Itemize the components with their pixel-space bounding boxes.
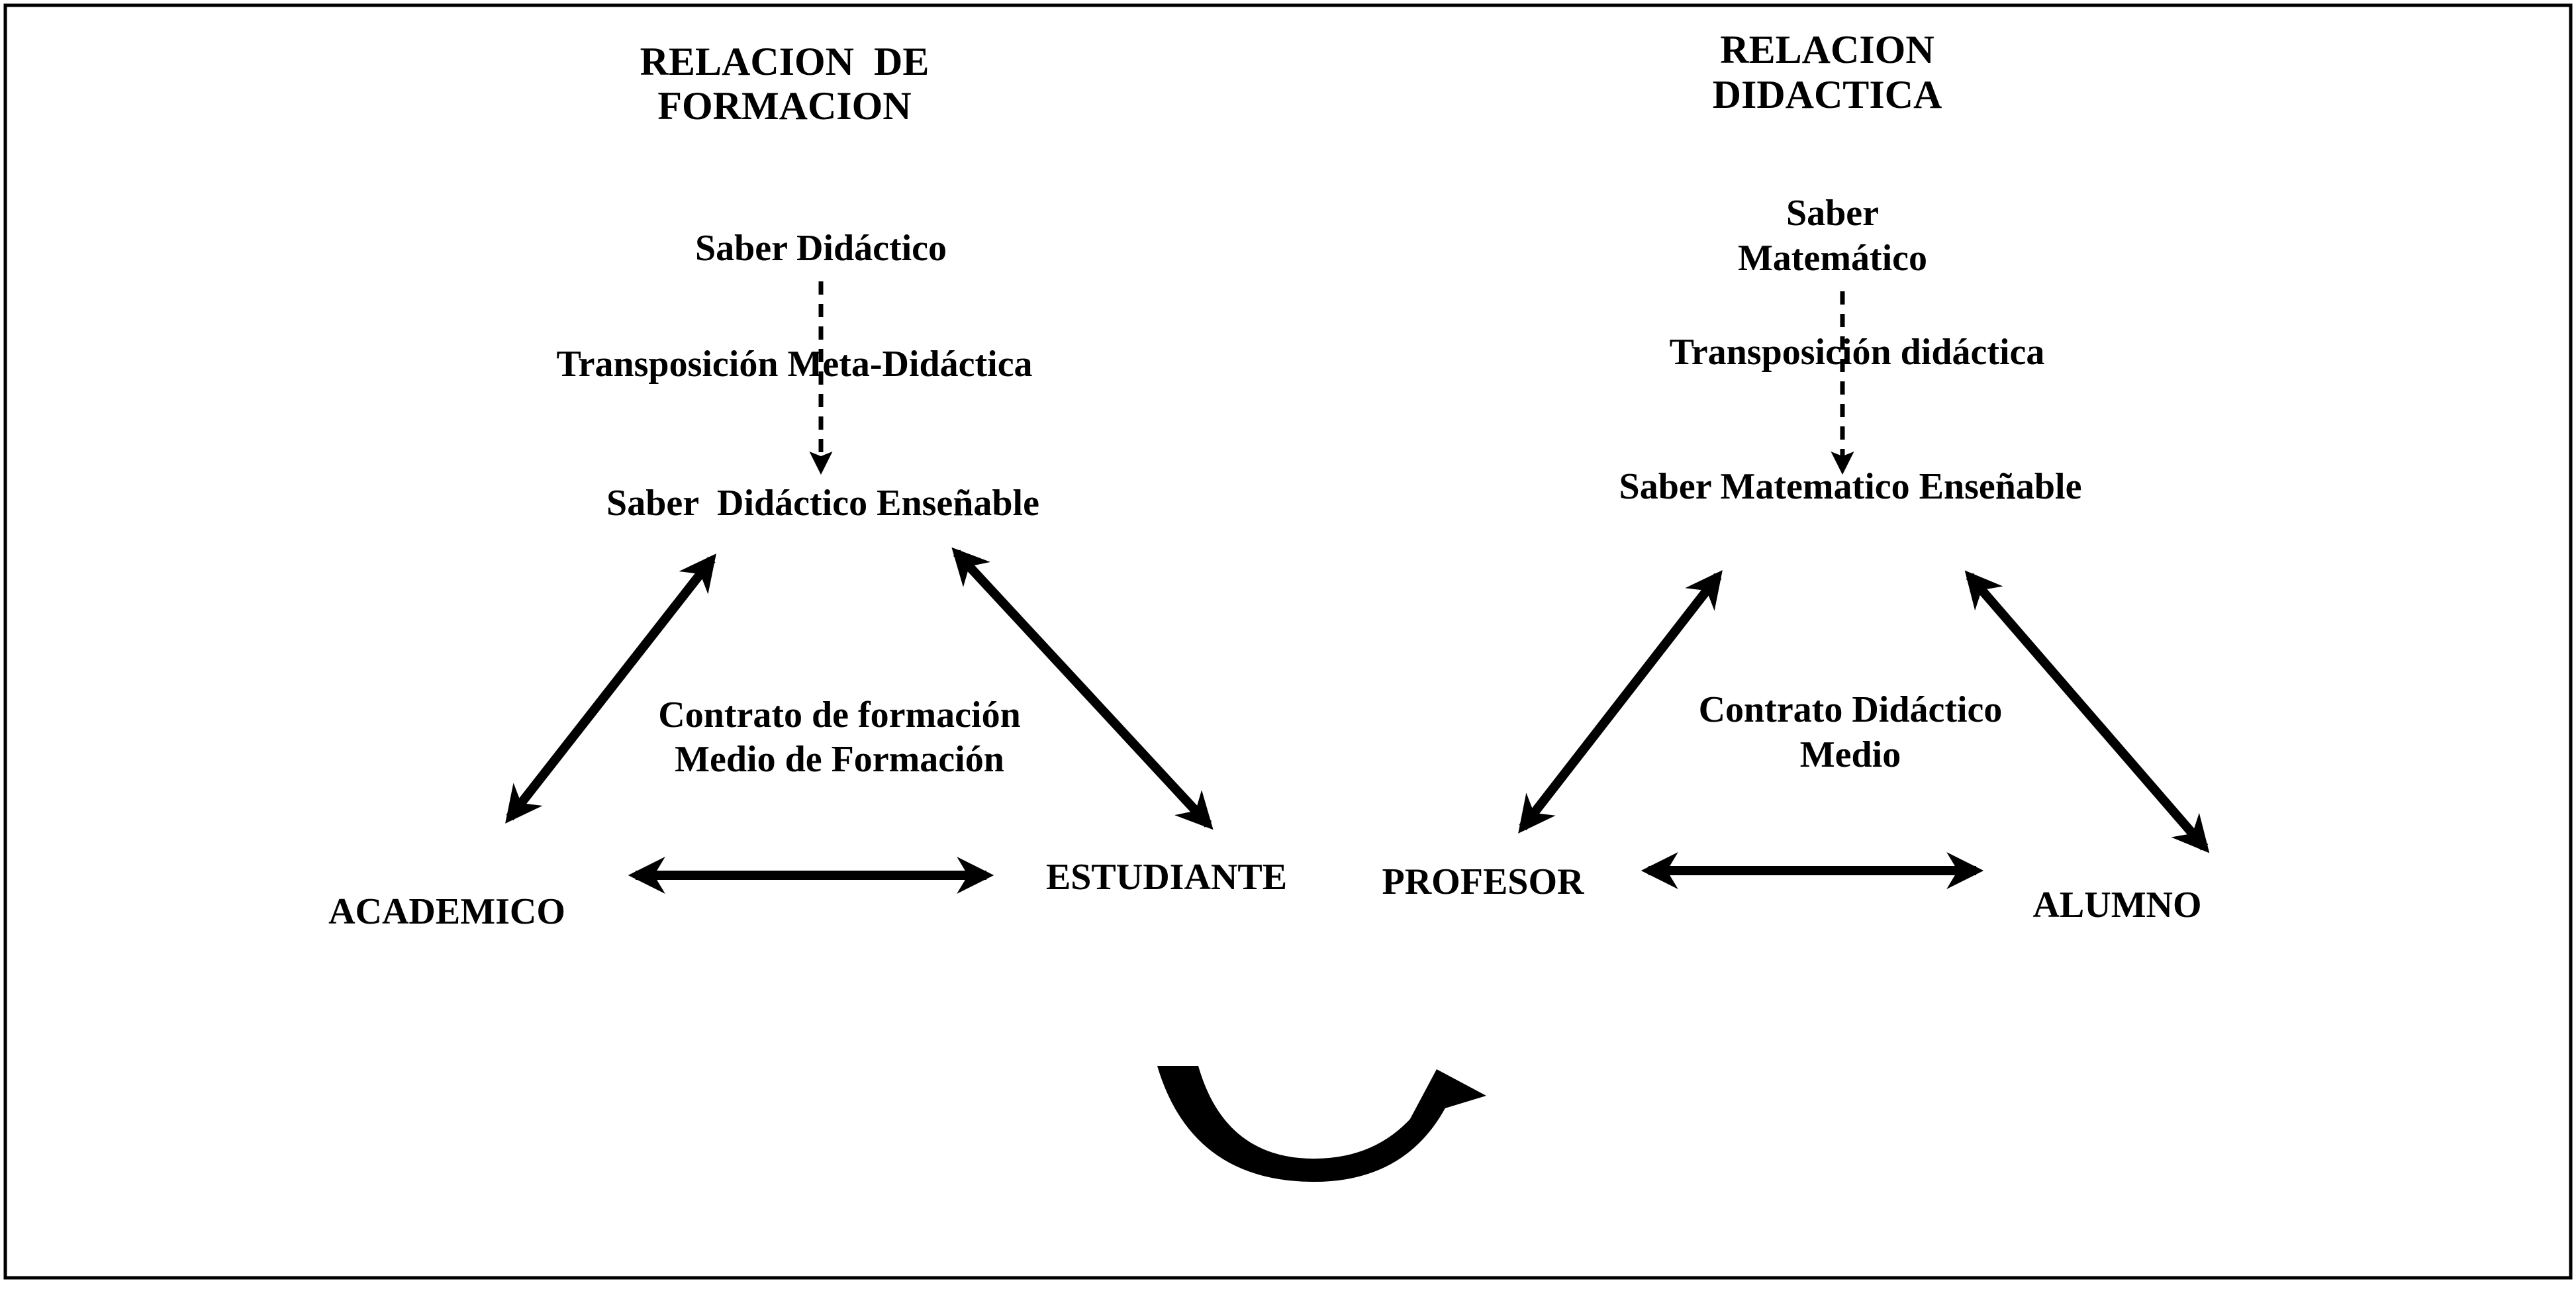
right-arrow-teachable-alumno (1964, 570, 2210, 853)
right-transposition-label: Transposición didáctica (1670, 332, 2045, 373)
left-title-line2: FORMACION (657, 84, 911, 128)
left-node-academico: ACADEMICO (328, 891, 565, 932)
left-contract-line1: Contrato de formación (658, 695, 1020, 736)
right-arrow-teachable-profesor (1518, 570, 1723, 834)
outer-frame (3, 3, 2573, 1280)
left-arrow-teachable-academico (505, 553, 716, 824)
left-arrow-teachable-estudiante (951, 547, 1214, 830)
left-title-line1: RELACION DE (640, 40, 930, 83)
right-contract-line1: Contrato Didáctico (1699, 689, 2003, 730)
left-top-node: Saber Didáctico (695, 228, 947, 269)
left-contract-line2: Medio de Formación (675, 739, 1004, 780)
right-title-line2: DIDACTICA (1713, 73, 1942, 117)
right-node-profesor: PROFESOR (1382, 861, 1584, 902)
right-top-node-line2: Matemático (1738, 238, 1927, 279)
curved-transition-arrow (1157, 1066, 1486, 1182)
left-node-estudiante: ESTUDIANTE (1046, 857, 1287, 898)
left-transposition-label: Transposición Meta-Didáctica (556, 344, 1032, 385)
right-teachable-node: Saber Matematico Enseñable (1619, 466, 2082, 507)
right-title-line1: RELACION (1720, 28, 1934, 72)
right-contract-line2: Medio (1800, 734, 1901, 775)
right-top-node-line1: Saber (1786, 193, 1879, 234)
right-node-alumno: ALUMNO (2032, 885, 2201, 926)
left-teachable-node: Saber Didáctico Enseñable (606, 483, 1039, 524)
